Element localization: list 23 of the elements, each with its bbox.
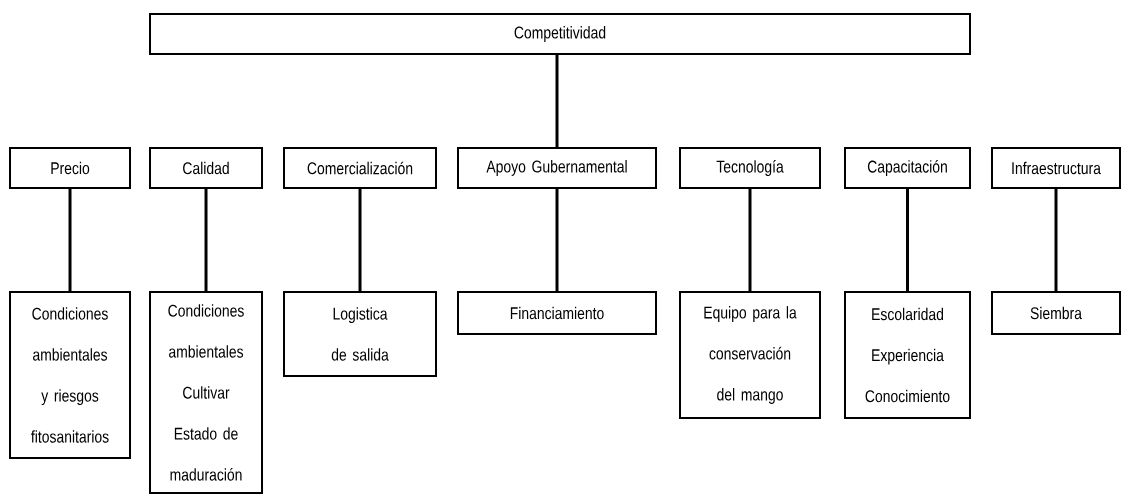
factor-box: Logistica de salida [283,291,437,377]
connector-line [748,189,752,291]
category-box: Precio [9,147,131,189]
factor-box: Financiamiento [457,291,657,335]
factor-box: Escolaridad Experiencia Conocimiento [844,291,971,419]
connector-line [906,189,909,291]
category-box: Apoyo Gubernamental [457,147,657,189]
category-box: Infraestructura [991,147,1121,189]
connector-line [204,189,208,291]
root-box: Competitividad [149,13,971,55]
factor-box: Condiciones ambientales Cultivar Estado de maduración [149,291,263,494]
connector-line [358,189,362,291]
factor-box: Equipo para la conservación del mango [679,291,821,419]
connector-line [555,189,559,291]
category-box: Calidad [149,147,263,189]
factor-box: Siembra [991,291,1121,335]
category-box: Tecnología [679,147,821,189]
connector-line [68,189,72,291]
category-box: Comercialización [283,147,437,189]
connector-line [1054,189,1058,291]
connector-line [555,55,559,147]
factor-box: Condiciones ambientales y riesgos fitosanitarios [9,291,131,459]
category-box: Capacitación [844,147,971,189]
